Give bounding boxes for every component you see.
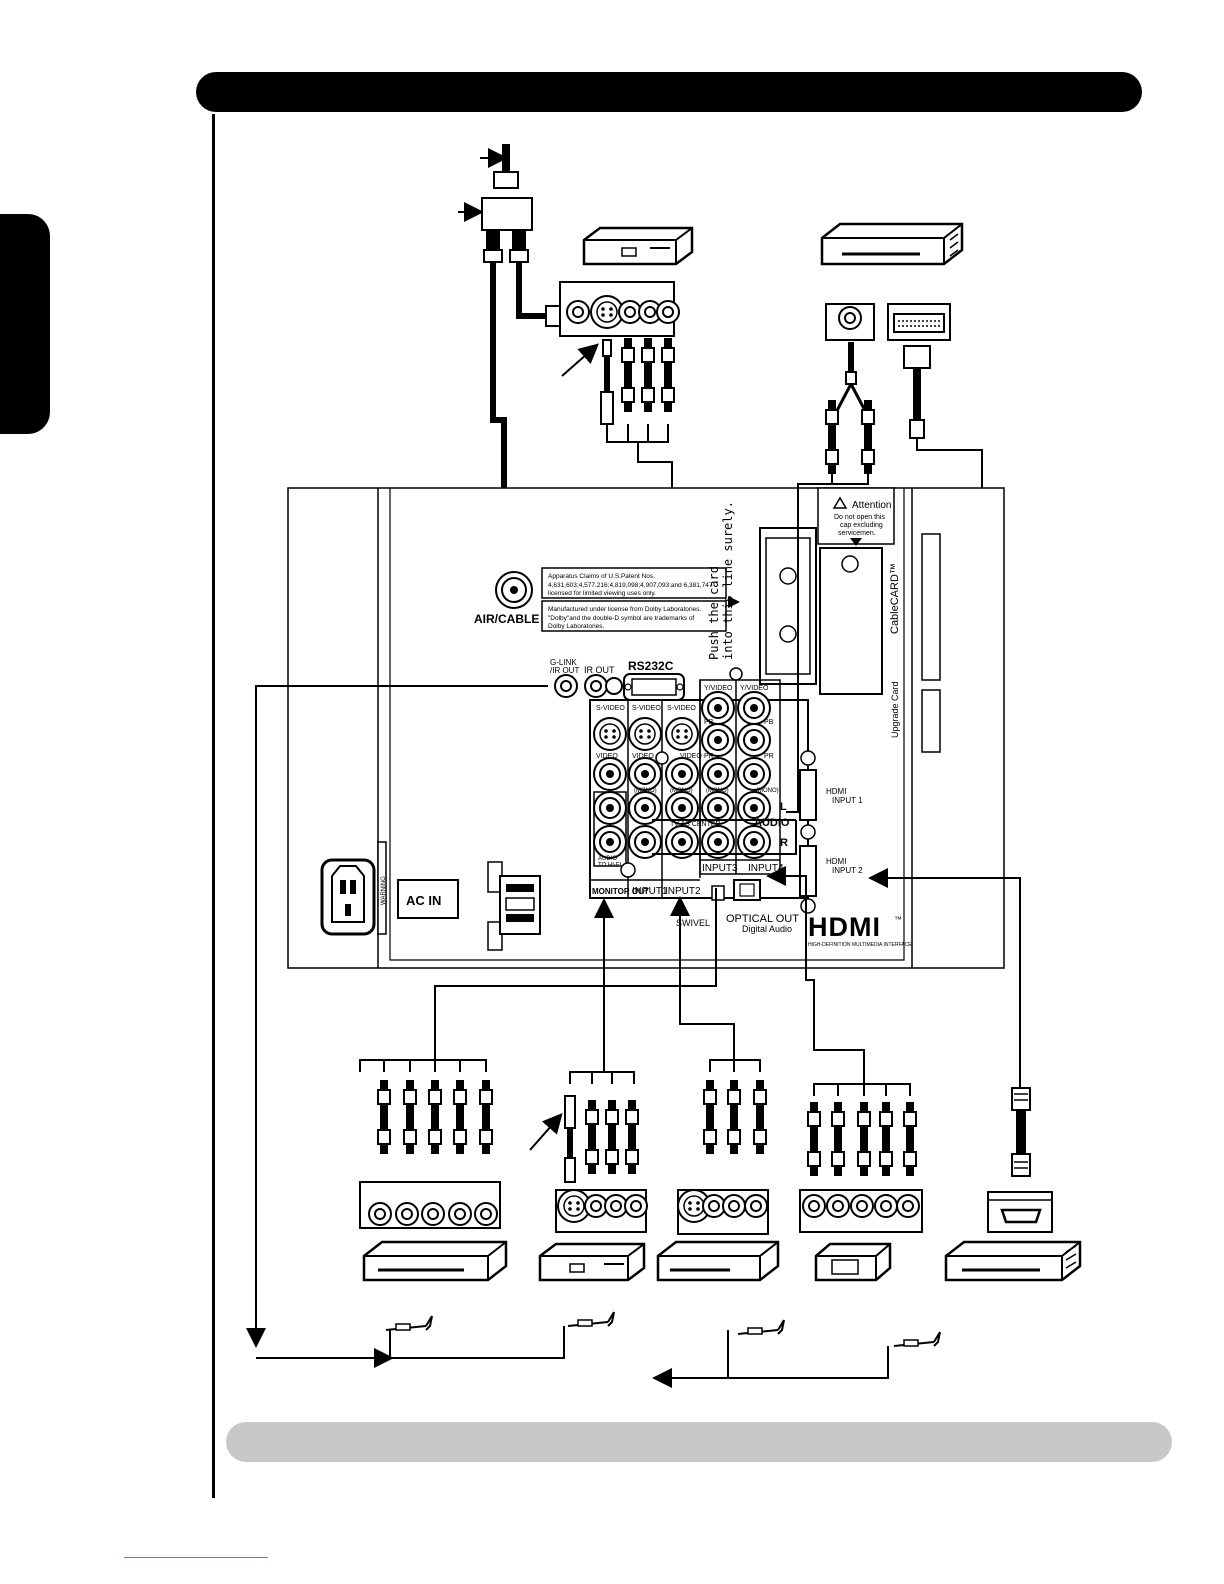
hdmi2-line-1: HDMI (826, 857, 846, 866)
antenna-splitter (458, 144, 561, 537)
left-rule (212, 114, 215, 1498)
mono-label-input3: (MONO) (706, 788, 729, 794)
svideo-label-monitor: S-VIDEO (596, 705, 625, 712)
audio-r-label: R (780, 837, 788, 849)
monitor-out-label: MONITOR OUT (592, 887, 649, 896)
glink-label: G-LINK (550, 658, 577, 667)
yvideo-label-input3: Y/VIDEO (704, 685, 733, 692)
video-label-input1: VIDEO (632, 753, 654, 760)
pc-audio-out (825, 303, 875, 485)
attention-line-3: servicemen. (838, 530, 876, 537)
bottom-device-4 (799, 1083, 941, 1347)
top-pc (820, 222, 964, 266)
svg-text:CableCARD™: CableCARD™ (889, 563, 901, 634)
push-card-arrow (728, 596, 740, 608)
input4-label: INPUT4 (748, 863, 784, 874)
mono-label-input2: (MONO) (670, 788, 693, 794)
audio-label: AUDIO (754, 817, 790, 829)
top-vcr (582, 226, 694, 266)
tv-as-center-label: TV AS CENTER (670, 821, 721, 828)
warning-vertical-label: WARNING (381, 876, 387, 905)
air-cable-jack: AIR/CABLE (474, 571, 539, 626)
patent-line-3: licensed for limited viewing uses only. (548, 590, 656, 597)
digital-audio-label: Digital Audio (742, 924, 792, 934)
upgrade-card-label: Upgrade Card (890, 681, 900, 738)
air-cable-label: AIR/CABLE (474, 612, 539, 626)
ir-out-label-1: /IR OUT (550, 666, 579, 675)
ac-inlet: AC IN (320, 841, 459, 936)
pr-label-input3: PR (704, 753, 714, 760)
hdmi-logo: HDMI ™ HIGH-DEFINITION MULTIMEDIA INTERF… (808, 912, 912, 948)
yvideo-label-input4: Y/VIDEO (740, 685, 769, 692)
rs232c-label: RS232C (628, 659, 674, 673)
svideo-label-input2: S-VIDEO (667, 705, 696, 712)
hdmi2-line-2: INPUT 2 (832, 866, 863, 875)
connection-lines (246, 483, 1021, 1388)
hdmi1-line-1: HDMI (826, 787, 846, 796)
video-label-input2: VIDEO (680, 753, 702, 760)
bottom-link-underline (124, 1557, 268, 1558)
dolby-line-2: "Dolby"and the double-D symbol are trade… (548, 615, 694, 622)
attention-title: Attention (852, 500, 891, 511)
optical-out-label: OPTICAL OUT (726, 913, 799, 925)
input2-label: INPUT2 (665, 886, 701, 897)
push-card-line-2: into this line surely. (721, 501, 735, 660)
dolby-line-1: Manufactured under license from Dolby La… (548, 606, 701, 613)
attention-line-2: cap excluding (840, 522, 883, 529)
section-tab (0, 214, 50, 434)
glink-ir-rs232c: G-LINK /IR OUT IR OUT RS232C (550, 658, 685, 701)
hdmi-fine-print: HIGH-DEFINITION MULTIMEDIA INTERFACE (808, 942, 912, 948)
dolby-notice: Manufactured under license from Dolby La… (541, 600, 727, 632)
header-bar (196, 72, 1142, 112)
bottom-device-5-hdmi (944, 1087, 1082, 1282)
pb-label-input3: PB (704, 719, 714, 726)
patent-line-2: 4,631,603;4,577,216;4,819,098;4,907,093;… (548, 582, 713, 589)
hdmi-tm: ™ (894, 915, 902, 924)
video-label-monitor: VIDEO (596, 753, 618, 760)
svg-text:WARNING: WARNING (381, 876, 387, 905)
hdmi1-line-2: INPUT 1 (832, 796, 863, 805)
svideo-pointer (561, 343, 599, 377)
ir-out-label-2: IR OUT (584, 665, 615, 675)
svideo-label-input1: S-VIDEO (632, 705, 661, 712)
attention-line-1: Do not open this (834, 514, 885, 521)
stand-bracket (487, 861, 541, 951)
svg-text:HDMI: HDMI (808, 912, 881, 942)
dolby-line-3: Dolby Laboratories. (548, 623, 605, 630)
push-card-text: Push the card into this line surely. (707, 501, 735, 660)
ac-in-label: AC IN (406, 893, 441, 908)
swivel-label: SWIVEL (676, 918, 710, 928)
cablecard-slot: Attention Do not open this cap excluding… (759, 487, 941, 753)
bottom-device-2 (529, 1071, 648, 1327)
bottom-device-3 (656, 1059, 785, 1335)
pr-label-input4: PR (764, 753, 774, 760)
footer-bar (226, 1422, 1172, 1462)
top-vcr-jack-panel (559, 281, 680, 337)
bottom-device-1 (359, 1059, 508, 1331)
svg-text:Upgrade Card: Upgrade Card (890, 681, 900, 738)
mono-label-input4: (MONO) (756, 788, 779, 794)
mono-label-input1: (MONO) (634, 788, 657, 794)
audio-l-label: L (780, 801, 787, 813)
hdmi-ports: HDMI INPUT 1 HDMI INPUT 2 (799, 750, 863, 914)
push-card-line-1: Push the card (707, 566, 721, 660)
input1-label: INPUT1 (632, 886, 668, 897)
patent-line-1: Apparatus Claims of U.S.Patent Nos. (548, 573, 655, 580)
input3-label: INPUT3 (702, 863, 738, 874)
pb-label-input4: PB (764, 719, 774, 726)
patent-notice: Apparatus Claims of U.S.Patent Nos. 4,63… (541, 567, 727, 599)
input-jack-grid: S-VIDEO S-VIDEO S-VIDEO Y/VIDEO Y/VIDEO … (589, 667, 809, 899)
cablecard-label: CableCARD™ (889, 563, 901, 634)
